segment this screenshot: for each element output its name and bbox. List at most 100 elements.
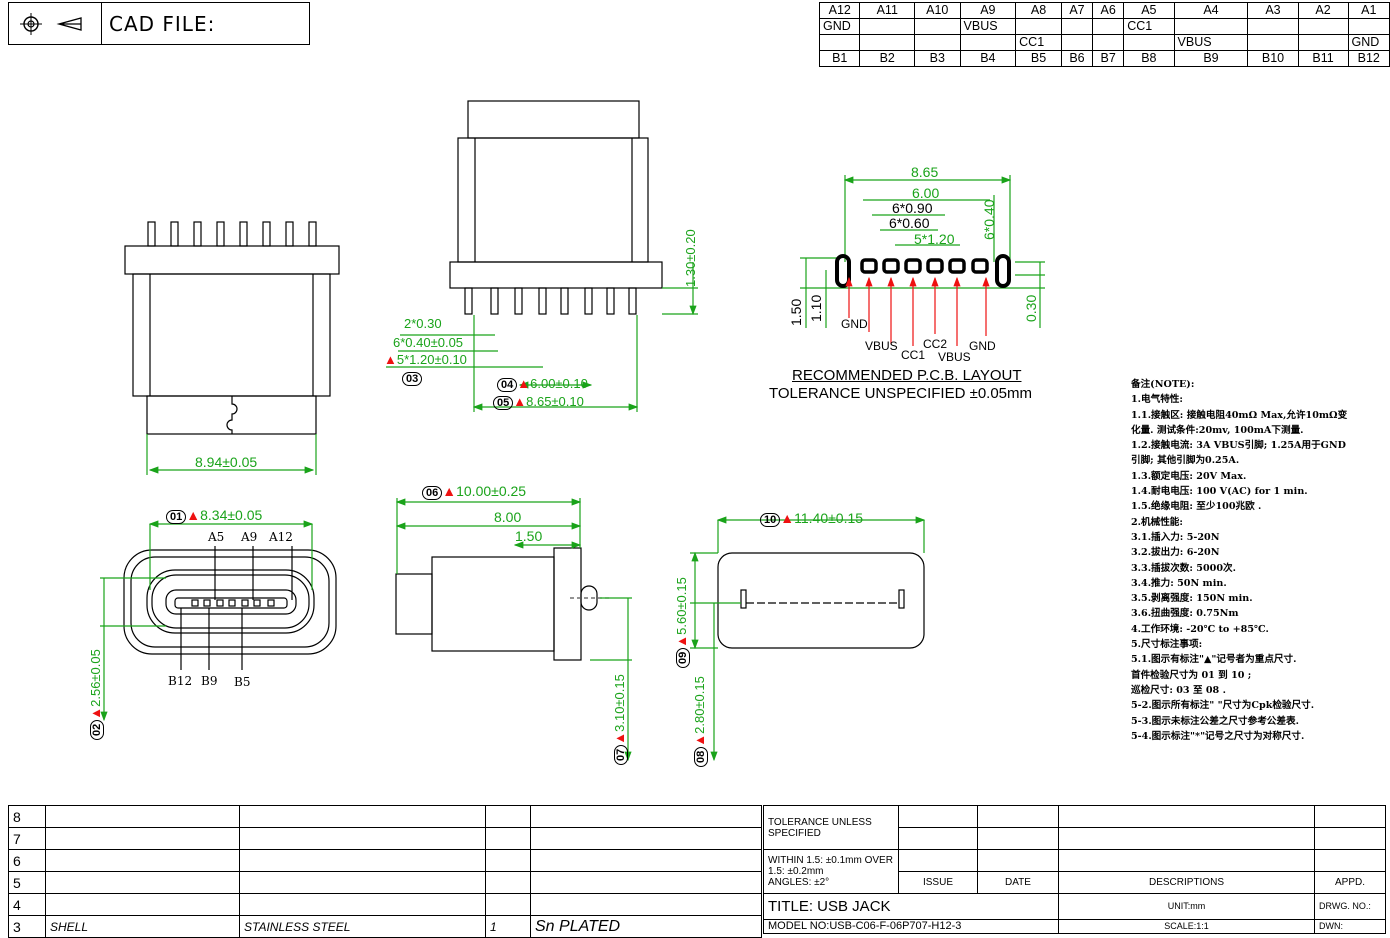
tag-06: 06	[422, 486, 443, 500]
appd-header: APPD.	[1314, 871, 1386, 894]
bom-cell-finish	[530, 827, 762, 850]
bom-cell-name	[45, 849, 240, 872]
dim-10: 11.40±0.15	[794, 510, 864, 526]
pin-bottom-number: B8	[1123, 50, 1175, 67]
port-contact	[267, 599, 275, 607]
bom-cell-name	[45, 827, 240, 850]
bom-cell-no: 5	[8, 871, 46, 894]
pin-bottom-number: B9	[1173, 50, 1249, 67]
pcb-dim-600: 6.00	[912, 185, 940, 201]
tolerance-angles: ANGLES: ±2°	[768, 877, 830, 888]
pcb-dim-060: 6*0.60	[889, 215, 930, 231]
note-line: 1.电气特性:	[1131, 394, 1183, 406]
dim-front-width: 8.94±0.05	[195, 454, 258, 470]
note-line: 3.3.插拔次数: 5000次.	[1131, 562, 1236, 574]
note-line: 引脚; 其他引脚为0.25A.	[1131, 455, 1240, 467]
dim-800: 8.00	[494, 509, 522, 525]
dim-side-height: 1.30±0.20	[683, 229, 698, 287]
bom-cell-material	[239, 827, 486, 850]
bom-cell-material	[239, 805, 486, 828]
pcb-dim-030: 0.30	[1023, 294, 1039, 322]
scale-label: SCALE:1:1	[1058, 919, 1315, 934]
pcb-gnd-pad	[835, 254, 851, 288]
pcb-signal-pad	[971, 258, 989, 274]
note-line: 5-4.图示标注"*"记号之尺寸为对称尺寸.	[1131, 730, 1305, 742]
bom-cell-finish	[530, 893, 762, 916]
tag-01: 01	[166, 510, 187, 524]
dim-side-pitch2: 5*1.20±0.10	[396, 352, 467, 367]
side-pin	[606, 287, 615, 315]
pin-top-number: A1	[1347, 2, 1390, 19]
pcb-signal-pad	[926, 258, 944, 274]
dim-04: 6.00±0.10	[530, 376, 588, 391]
bom-cell-qty	[485, 805, 531, 828]
side-pin	[628, 287, 637, 315]
port-contact	[228, 599, 236, 607]
tag-08: 08	[694, 746, 708, 767]
notes-block: 备注(NOTE):1.电气特性:1.1.接触区: 接触电阻40mΩ Max,允许…	[1131, 377, 1347, 744]
pcb-label-cc1: CC1	[901, 348, 926, 362]
dim-01: 8.34±0.05	[200, 507, 263, 523]
pcb-tolerance: TOLERANCE UNSPECIFIED ±0.05mm	[769, 385, 1033, 402]
port-contact	[203, 599, 211, 607]
side-pin	[490, 287, 499, 315]
front-view	[124, 221, 340, 475]
label-b12: B12	[168, 674, 193, 688]
bom-cell-material: STAINLESS STEEL	[239, 915, 486, 938]
tag-05: 05	[493, 396, 514, 410]
note-line: 5.尺寸标注事项:	[1131, 639, 1203, 651]
dim-02: 2.56±0.05	[88, 649, 103, 707]
tag-03: 03	[402, 372, 423, 386]
side-pin	[514, 287, 523, 315]
port-contact	[241, 599, 249, 607]
bom-cell-finish	[530, 849, 762, 872]
bom-cell-no: 3	[8, 915, 46, 938]
bom-cell-qty: 1	[485, 915, 531, 938]
pin-bottom-number: B12	[1347, 50, 1390, 67]
pcb-gnd-pad	[995, 254, 1011, 288]
pin-bottom-signal: GND	[1347, 34, 1390, 51]
label-b9: B9	[201, 674, 218, 688]
bom-cell-qty	[485, 849, 531, 872]
pcb-dim-040: 6*0.40	[981, 199, 997, 240]
note-line: 3.5.剥离强度: 150N min.	[1131, 593, 1253, 605]
pcb-dim-120: 5*1.20	[914, 231, 955, 247]
pcb-label-cc2: CC2	[923, 337, 948, 351]
dim-09: 5.60±0.15	[674, 577, 689, 635]
bom-cell-name	[45, 893, 240, 916]
bom-cell-no: 8	[8, 805, 46, 828]
bom-cell-name: SHELL	[45, 915, 240, 938]
cad-file-block: CAD FILE:	[8, 2, 310, 45]
bom-cell-finish: Sn PLATED	[530, 915, 762, 938]
drwg-label: DRWG. NO.:	[1314, 893, 1386, 920]
note-line: 3.2.拔出力: 6-20N	[1131, 547, 1220, 559]
pin-top-number: A12	[818, 2, 861, 19]
projection-symbol-icon	[20, 13, 82, 35]
front-pin	[262, 221, 271, 247]
front-pin	[308, 221, 317, 247]
bom-cell-no: 6	[8, 849, 46, 872]
pcb-label-vbus2: VBUS	[938, 350, 971, 364]
bom-row: 5	[8, 871, 762, 894]
side-view	[386, 100, 698, 412]
note-line: 3.1.插入力: 5-20N	[1131, 531, 1220, 543]
note-line: 1.2.接触电流: 3A VBUS引脚; 1.25A用于GND	[1131, 440, 1346, 452]
mechanical-drawing	[100, 100, 1045, 762]
pin-top-signal: CC1	[1123, 18, 1175, 35]
pcb-label-gnd2: GND	[969, 339, 996, 353]
bom-cell-material	[239, 849, 486, 872]
revision-block: TOLERANCE UNLESS SPECIFIED WITHIN 1.5: ±…	[763, 805, 1386, 934]
tag-10: 10	[760, 513, 781, 527]
bom-cell-no: 4	[8, 893, 46, 916]
dim-05: 8.65±0.10	[526, 394, 584, 409]
pin-bottom-number: B6	[1060, 50, 1094, 67]
cad-file-label: CAD FILE:	[109, 12, 216, 36]
note-line: 3.4.推力: 50N min.	[1131, 577, 1227, 589]
bom-row: 8	[8, 805, 762, 828]
bom-row: 6	[8, 849, 762, 872]
pcb-signal-pad	[904, 258, 922, 274]
pin-bottom-number: B4	[959, 50, 1017, 67]
